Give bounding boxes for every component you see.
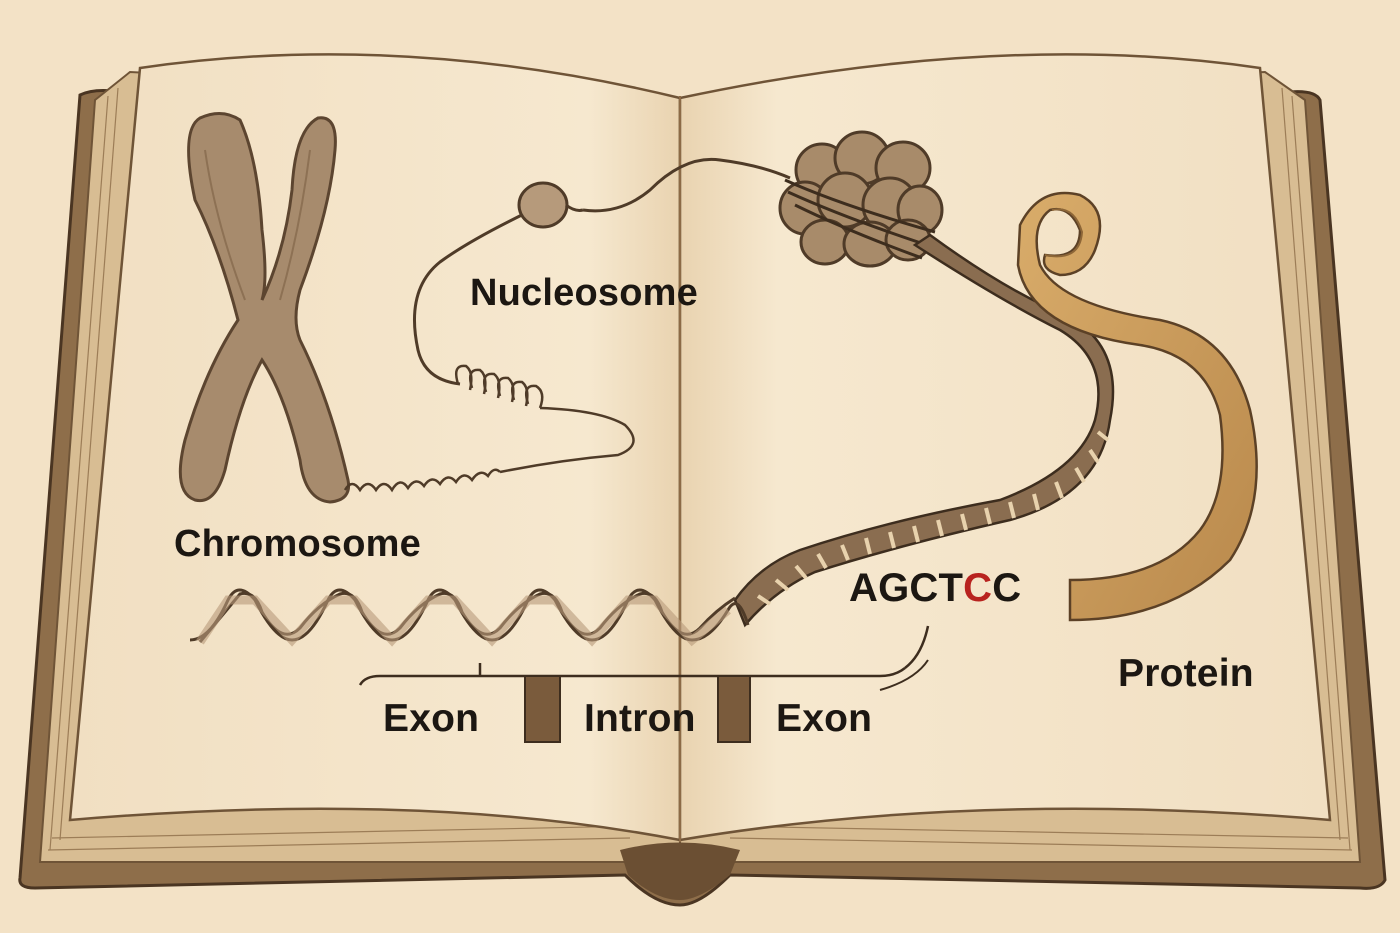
- sequence-label: AGCTCC: [849, 566, 1021, 611]
- gene-bracket: [358, 625, 930, 691]
- nucleosome-label: Nucleosome: [470, 272, 698, 314]
- page-edge-lines: [47, 87, 1353, 851]
- fiber-tail: [499, 406, 635, 474]
- exon-label-2: Exon: [776, 697, 873, 740]
- book-bottom-binding: [620, 842, 740, 900]
- dna-coil: [455, 364, 544, 409]
- ribbon-stripes: [756, 430, 1110, 606]
- intron-block-right: [717, 675, 751, 743]
- protein-label: Protein: [1118, 652, 1254, 695]
- chromosome: [178, 112, 351, 504]
- dna-wrap: [784, 178, 936, 260]
- exon-label-1: Exon: [383, 697, 480, 740]
- chromatin-fiber: [412, 210, 529, 386]
- dna-double-helix: [189, 588, 750, 647]
- sequence-part-1: AGCT: [849, 566, 964, 610]
- protein-ribbon: [1016, 191, 1258, 622]
- sequence-highlighted-base: C: [963, 566, 993, 610]
- nucleosome-bead: [517, 181, 584, 229]
- chromosome-label: Chromosome: [174, 523, 421, 565]
- dna-strand-squiggle: [343, 468, 501, 493]
- sequence-part-2: C: [992, 566, 1022, 610]
- intron-block-left: [524, 675, 561, 743]
- intron-label: Intron: [584, 697, 696, 740]
- chromatin-ribbon: [733, 233, 1115, 628]
- linker-dna: [582, 157, 791, 213]
